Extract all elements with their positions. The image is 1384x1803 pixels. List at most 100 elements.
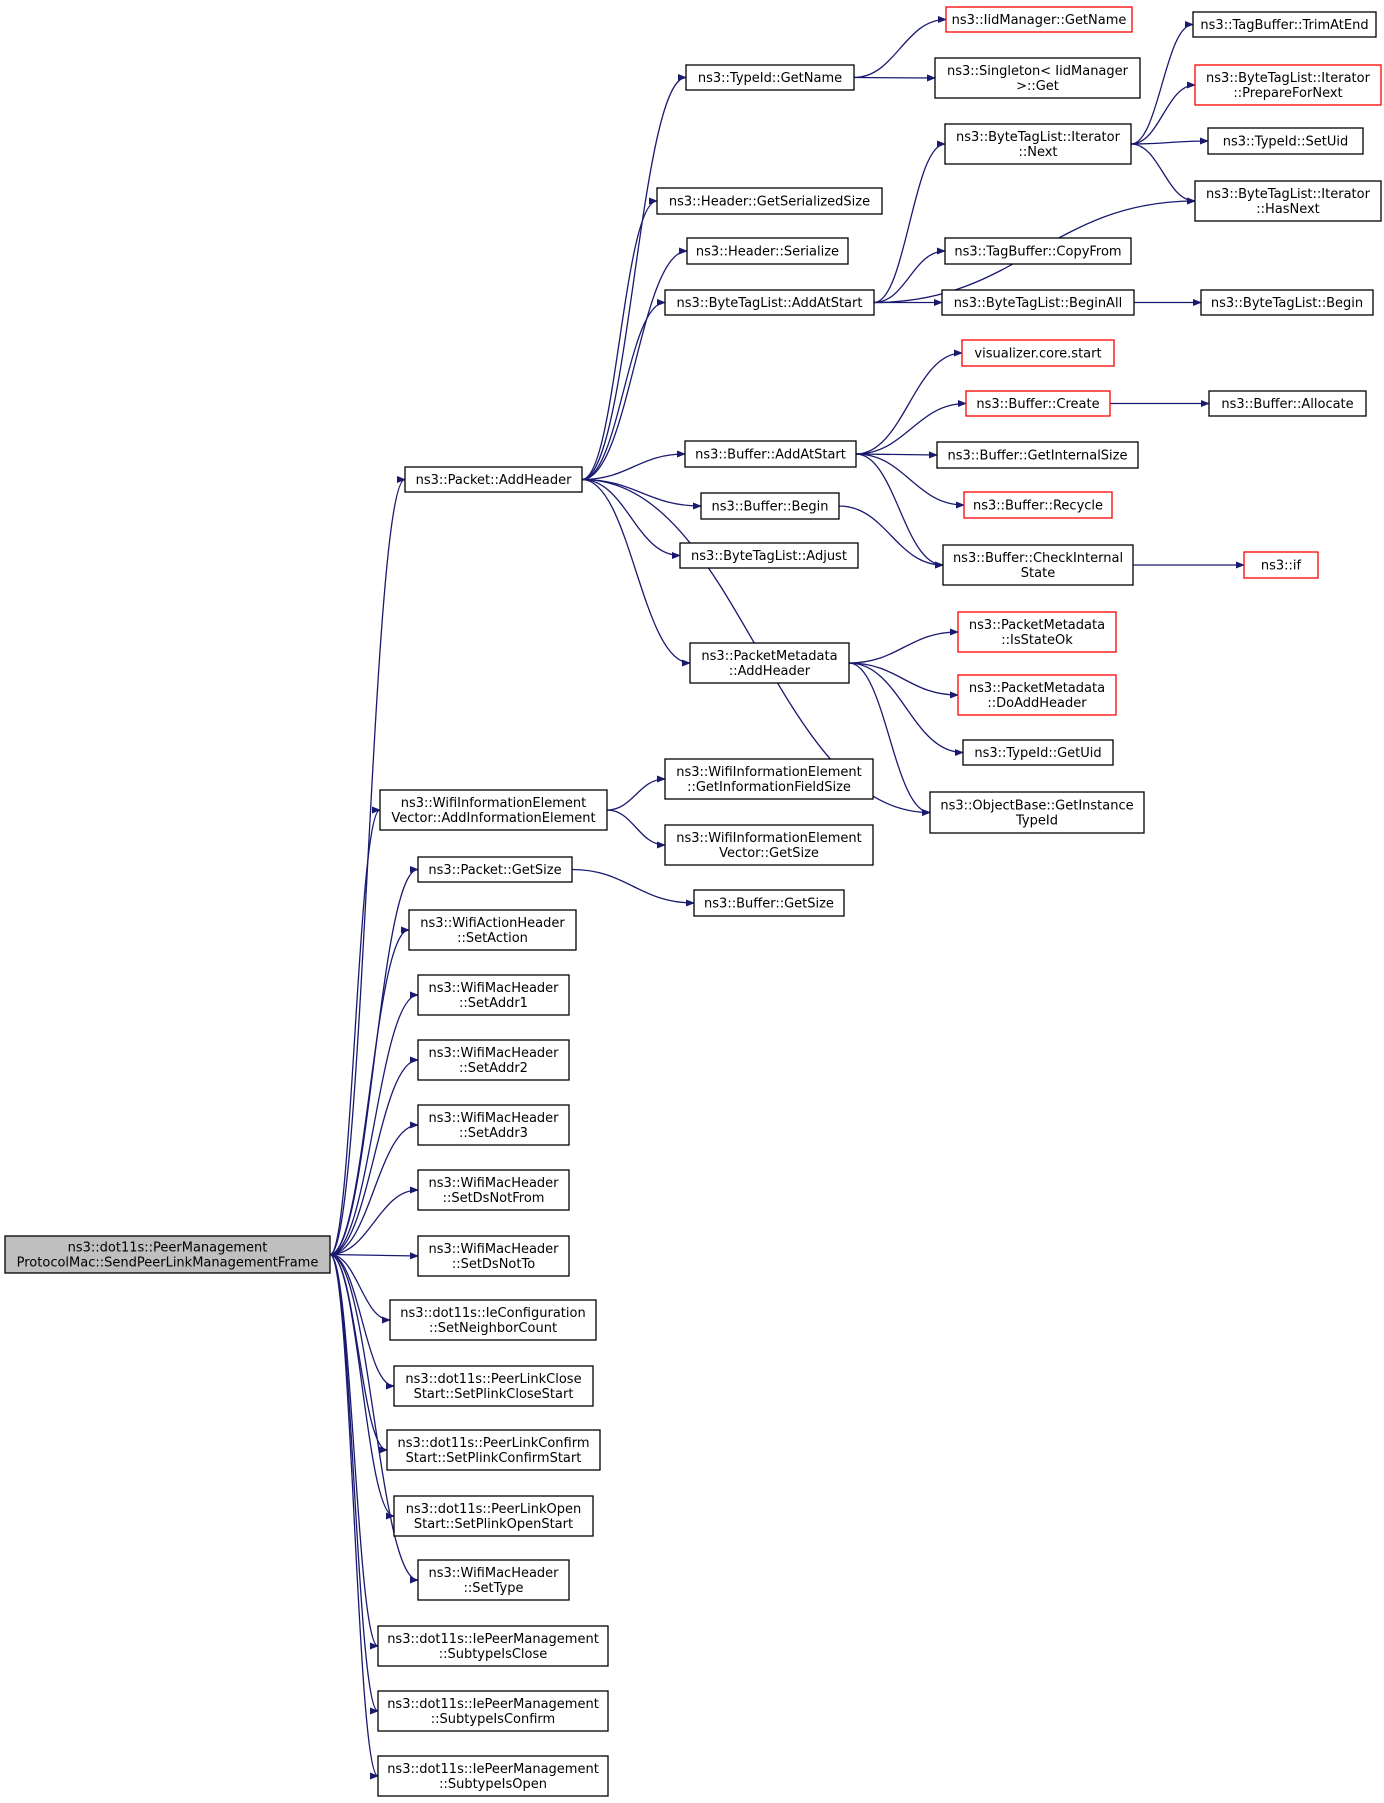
node-label: ::DoAddHeader (987, 696, 1087, 711)
node-label: ns3::TypeId::SetUid (1223, 135, 1348, 150)
node-buffer-create[interactable]: ns3::Buffer::Create (965, 390, 1111, 417)
node-box (941, 289, 1135, 316)
node-pm-isstateok[interactable]: ns3::PacketMetadata::IsStateOk (957, 611, 1117, 653)
node-plclose-start[interactable]: ns3::dot11s::PeerLinkCloseStart::SetPlin… (393, 1365, 594, 1407)
node-wie-getinfofieldsize[interactable]: ns3::WifiInformationElement::GetInformat… (664, 758, 874, 800)
node-label: ::SetAddr1 (459, 996, 528, 1011)
node-wmh-settype[interactable]: ns3::WifiMacHeader::SetType (417, 1559, 570, 1601)
node-typeid-getname[interactable]: ns3::TypeId::GetName (685, 64, 855, 91)
node-buffer-addatstart[interactable]: ns3::Buffer::AddAtStart (684, 440, 857, 468)
node-box (929, 791, 1145, 834)
edge-buffer-addatstart-to-buffer-checkinternalstate (855, 453, 944, 569)
node-buffer-begin[interactable]: ns3::Buffer::Begin (700, 492, 840, 520)
node-label: ns3::Buffer::GetInternalSize (948, 449, 1128, 464)
node-pm-addheader[interactable]: ns3::PacketMetadata::AddHeader (689, 642, 850, 684)
node-label: ns3::PacketMetadata (969, 618, 1105, 633)
node-label: TypeId (1015, 814, 1058, 829)
node-wmh-setaddr1[interactable]: ns3::WifiMacHeader::SetAddr1 (417, 974, 570, 1016)
node-btl-beginall[interactable]: ns3::ByteTagList::BeginAll (941, 289, 1135, 316)
node-buffer-getsize[interactable]: ns3::Buffer::GetSize (693, 889, 845, 917)
node-typeid-setuid[interactable]: ns3::TypeId::SetUid (1207, 127, 1364, 155)
node-label: ns3::dot11s::PeerLinkOpen (406, 1502, 581, 1517)
node-box (404, 466, 583, 493)
node-label: Vector::GetSize (719, 846, 819, 861)
edge-addheader-to-buffer-addatstart (581, 450, 686, 481)
node-plconfirm-start[interactable]: ns3::dot11s::PeerLinkConfirmStart::SetPl… (386, 1429, 601, 1471)
node-box (4, 1235, 331, 1274)
node-btl-iterator-hasnext[interactable]: ns3::ByteTagList::Iterator::HasNext (1194, 180, 1382, 222)
node-label: Vector::AddInformationElement (391, 811, 595, 826)
edge-addheader-to-header-serialize (581, 247, 688, 481)
node-box (934, 57, 1141, 99)
node-label: ns3::dot11s::PeerLinkConfirm (398, 1436, 590, 1451)
node-box (957, 611, 1117, 653)
node-ns3-if[interactable]: ns3::if (1243, 551, 1319, 579)
node-iidmanager-getname[interactable]: ns3::IidManager::GetName (945, 6, 1133, 33)
node-buffer-allocate[interactable]: ns3::Buffer::Allocate (1208, 390, 1367, 417)
node-iecfg-setneighborcount[interactable]: ns3::dot11s::IeConfiguration::SetNeighbo… (389, 1299, 597, 1341)
edge-typeid-getname-to-singleton-get (853, 74, 936, 82)
node-label: ns3::dot11s::PeerManagement (68, 1241, 268, 1256)
node-visualizer-start[interactable]: visualizer.core.start (961, 339, 1115, 367)
node-iepm-subtypeisopen[interactable]: ns3::dot11s::IePeerManagement::SubtypeIs… (377, 1755, 609, 1797)
node-box (700, 492, 840, 520)
node-label: ns3::Header::Serialize (696, 245, 839, 260)
node-label: ns3::WifiMacHeader (428, 981, 559, 996)
node-wmh-setdsnotto[interactable]: ns3::WifiMacHeader::SetDsNotTo (417, 1235, 570, 1277)
node-tagbuffer-trimatend[interactable]: ns3::TagBuffer::TrimAtEnd (1192, 11, 1377, 38)
node-label: ProtocolMac::SendPeerLinkManagementFrame (17, 1256, 319, 1271)
node-header-getserializedsize[interactable]: ns3::Header::GetSerializedSize (656, 187, 883, 215)
node-btl-iterator-prepare[interactable]: ns3::ByteTagList::Iterator::PrepareForNe… (1194, 64, 1382, 106)
node-wmh-setaddr2[interactable]: ns3::WifiMacHeader::SetAddr2 (417, 1039, 570, 1081)
edge-buffer-addatstart-to-buffer-create (855, 399, 967, 455)
edge-root-to-wmh-setaddr1 (329, 991, 419, 1256)
node-label: ::Next (1018, 145, 1057, 160)
node-btl-iterator-next[interactable]: ns3::ByteTagList::Iterator::Next (944, 123, 1132, 165)
node-btl-addatstart[interactable]: ns3::ByteTagList::AddAtStart (664, 289, 875, 316)
node-btl-begin[interactable]: ns3::ByteTagList::Begin (1200, 289, 1374, 316)
node-label: ns3::Header::GetSerializedSize (669, 195, 870, 210)
node-box (679, 542, 859, 569)
node-wiev-addinfoelement[interactable]: ns3::WifiInformationElementVector::AddIn… (379, 789, 608, 831)
node-iepm-subtypeisclose[interactable]: ns3::dot11s::IePeerManagement::SubtypeIs… (377, 1625, 609, 1667)
edge-pm-addheader-to-objectbase-getinstancetypeid (848, 662, 931, 817)
node-btl-adjust[interactable]: ns3::ByteTagList::Adjust (679, 542, 859, 569)
node-wiev-getsize[interactable]: ns3::WifiInformationElementVector::GetSi… (664, 824, 874, 866)
edge-btl-iterator-next-to-btl-iterator-hasnext (1130, 143, 1196, 205)
node-box (944, 123, 1132, 165)
node-box (942, 544, 1134, 586)
node-label: ::PrepareForNext (1233, 86, 1342, 101)
node-wah-setaction[interactable]: ns3::WifiActionHeader::SetAction (408, 909, 577, 951)
node-label: ns3::PacketMetadata (701, 649, 837, 664)
node-label: ::SetDsNotTo (452, 1257, 535, 1272)
node-box (1243, 551, 1319, 579)
node-label: ::HasNext (1256, 202, 1320, 217)
node-plopen-start[interactable]: ns3::dot11s::PeerLinkOpenStart::SetPlink… (393, 1495, 594, 1537)
node-box (417, 1559, 570, 1601)
node-singleton-get[interactable]: ns3::Singleton< IidManager>::Get (934, 57, 1141, 99)
node-typeid-getuid[interactable]: ns3::TypeId::GetUid (962, 739, 1114, 766)
node-addheader[interactable]: ns3::Packet::AddHeader (404, 466, 583, 493)
node-label: Start::SetPlinkOpenStart (414, 1517, 573, 1532)
node-wmh-setdsnotfrom[interactable]: ns3::WifiMacHeader::SetDsNotFrom (417, 1169, 570, 1211)
node-packet-getsize[interactable]: ns3::Packet::GetSize (417, 856, 573, 883)
node-label: ns3::WifiInformationElement (676, 765, 862, 780)
node-pm-doaddheader[interactable]: ns3::PacketMetadata::DoAddHeader (957, 674, 1117, 716)
edge-btl-addatstart-to-btl-iterator-next (873, 140, 946, 304)
node-label: ns3::dot11s::IePeerManagement (387, 1762, 599, 1777)
node-label: ::IsStateOk (1001, 633, 1073, 648)
node-box (656, 187, 883, 215)
node-iepm-subtypeisconfirm[interactable]: ns3::dot11s::IePeerManagement::SubtypeIs… (377, 1690, 609, 1732)
edge-typeid-getname-to-iidmanager-getname (853, 15, 947, 79)
edge-btl-iterator-next-to-typeid-setuid (1130, 137, 1209, 145)
node-header-serialize[interactable]: ns3::Header::Serialize (686, 237, 849, 265)
node-tagbuffer-copyfrom[interactable]: ns3::TagBuffer::CopyFrom (944, 237, 1132, 265)
node-buffer-recycle[interactable]: ns3::Buffer::Recycle (963, 491, 1113, 519)
node-box (1194, 180, 1382, 222)
node-label: ns3::TypeId::GetName (698, 71, 842, 86)
edges-layer (329, 15, 1245, 1780)
node-buffer-getinternalsize[interactable]: ns3::Buffer::GetInternalSize (936, 441, 1139, 469)
node-wmh-setaddr3[interactable]: ns3::WifiMacHeader::SetAddr3 (417, 1104, 570, 1146)
